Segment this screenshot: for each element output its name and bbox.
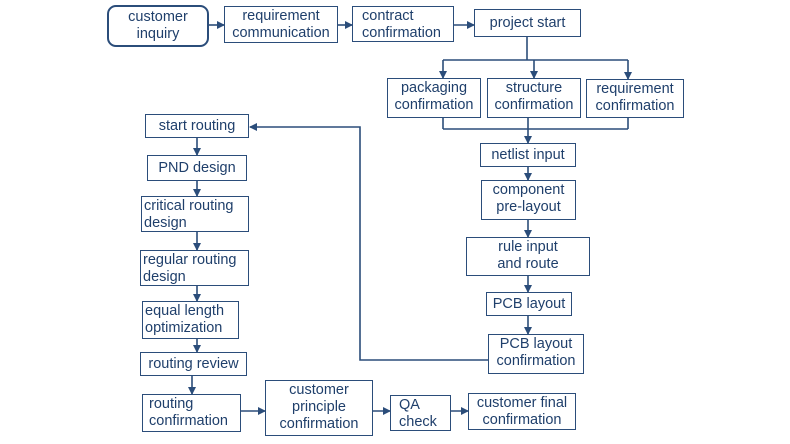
node-equal-length-optimization: equal length optimization: [142, 301, 239, 339]
node-netlist-input: netlist input: [480, 143, 576, 167]
node-contract-confirmation: contract confirmation: [352, 6, 454, 42]
node-regular-routing-design: regular routing design: [140, 250, 249, 286]
node-qa-check: QA check: [390, 395, 451, 431]
node-critical-routing-design: critical routing design: [141, 196, 249, 232]
node-pcb-layout-confirmation: PCB layout confirmation: [488, 334, 584, 374]
node-pnd-design: PND design: [147, 155, 247, 181]
node-rule-input-and-route: rule input and route: [466, 237, 590, 276]
node-component-pre-layout: component pre-layout: [481, 180, 576, 220]
node-customer-final-confirmation: customer final confirmation: [468, 393, 576, 430]
node-requirement-communication: requirement communication: [224, 6, 338, 43]
node-routing-confirmation: routing confirmation: [142, 394, 241, 432]
node-structure-confirmation: structure confirmation: [487, 78, 581, 118]
node-pcb-layout: PCB layout: [486, 292, 572, 316]
node-project-start: project start: [474, 9, 581, 37]
node-start-routing: start routing: [145, 114, 249, 138]
node-routing-review: routing review: [140, 352, 247, 376]
node-packaging-confirmation: packaging confirmation: [387, 78, 481, 118]
node-customer-principle-confirmation: customer principle confirmation: [265, 380, 373, 436]
arrow-confirmation-to-start-routing: [249, 123, 488, 361]
node-customer-inquiry: customer inquiry: [107, 5, 209, 47]
node-requirement-confirmation: requirement confirmation: [586, 79, 684, 118]
